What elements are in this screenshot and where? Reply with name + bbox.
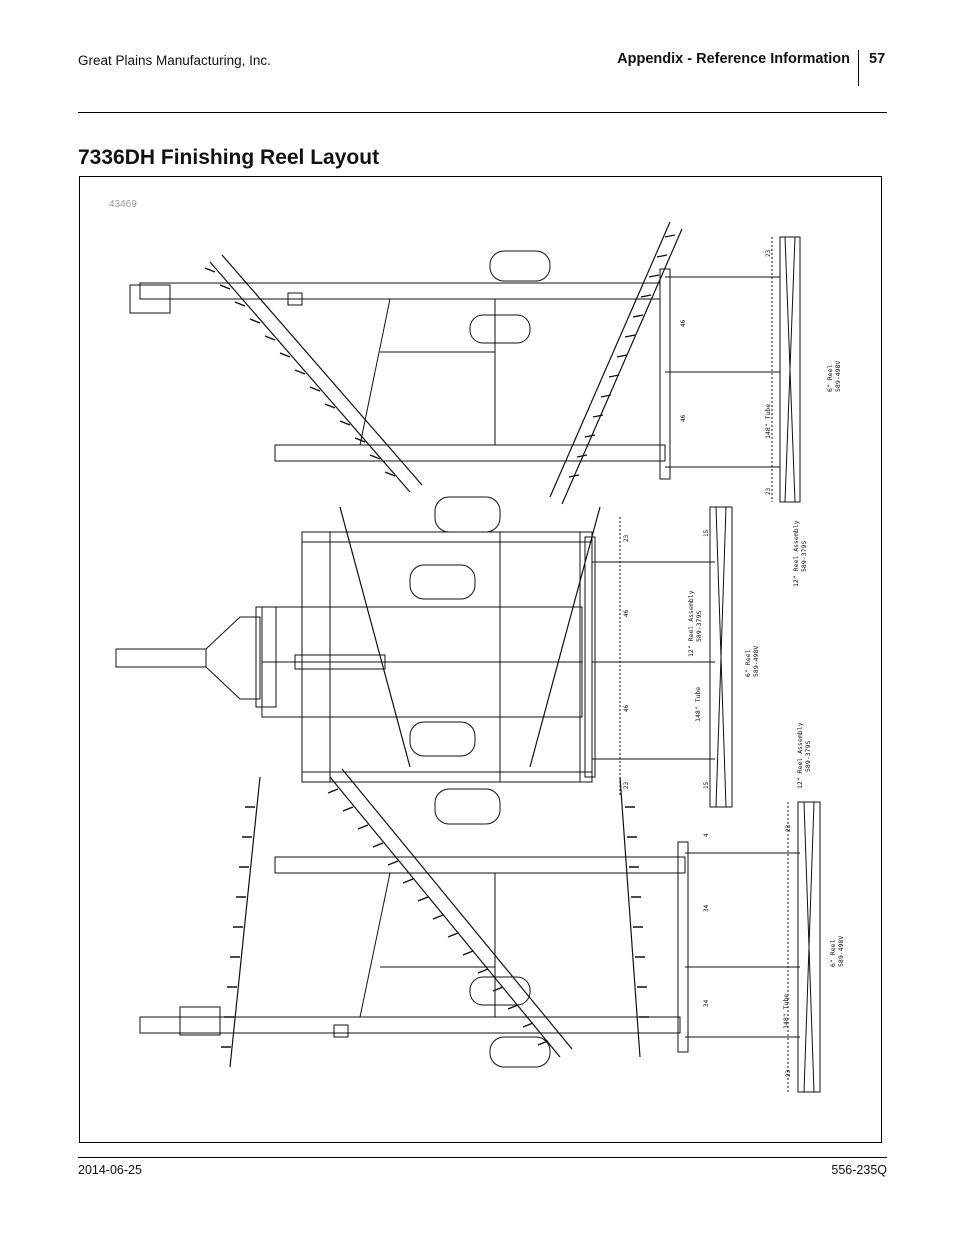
- label-reel-12-lower: 12" Reel Assembly: [796, 722, 804, 789]
- upper-wing-frame: [129, 282, 666, 462]
- label-reel-12-upper: 12" Reel Assembly: [792, 520, 800, 587]
- center-reel-group: [584, 506, 733, 808]
- reel-layout-drawing: 6" Reel 589-498V 148" Tube 12" Reel Asse…: [115, 221, 845, 1093]
- label-reel-6-lower: 6" Reel: [829, 940, 837, 967]
- label-reel-6-part-lower: 589-498V: [837, 936, 845, 967]
- disc-gangs: [209, 221, 683, 1068]
- figure-number: 43469: [109, 199, 137, 210]
- center-frame: [261, 531, 593, 783]
- company-name: Great Plains Manufacturing, Inc.: [78, 53, 271, 68]
- footer-doc-number: 556-235Q: [831, 1163, 887, 1177]
- footer-rule: [78, 1157, 887, 1158]
- dim-46-upper-b: 46: [680, 414, 687, 422]
- label-reel-6-upper: 6" Reel: [826, 365, 834, 392]
- dim-34-lower-a: 34: [703, 904, 710, 912]
- header-rule: [78, 112, 887, 113]
- dim-15-center-a: 15: [703, 529, 710, 537]
- dim-4-lower: 4: [703, 833, 710, 837]
- label-reel-6-part-upper: 589-498V: [834, 361, 842, 392]
- label-reel-6-part-center: 589-498V: [752, 646, 760, 677]
- dim-15-center-b: 15: [703, 781, 710, 789]
- lower-wing-frame: [139, 856, 686, 1038]
- dim-23-lower-b: 23: [785, 1069, 792, 1077]
- dim-23-upper-b: 23: [765, 487, 772, 495]
- header-divider: [858, 50, 859, 86]
- label-reel-12-part-lower: 589-379S: [804, 741, 812, 772]
- dim-46-center-b: 46: [623, 704, 630, 712]
- section-title: Appendix - Reference Information: [617, 51, 850, 67]
- dim-23-upper-a: 23: [765, 249, 772, 257]
- label-reel-12-part-center: 589-379S: [695, 611, 703, 642]
- label-reel-12-part-upper: 589-379S: [800, 541, 808, 572]
- page-title: 7336DH Finishing Reel Layout: [78, 146, 380, 169]
- upper-reel-group: [659, 236, 801, 503]
- dim-23-center-b: 23: [623, 781, 630, 789]
- label-tube-upper: 148" Tube: [764, 404, 772, 439]
- lower-reel-group: [677, 801, 821, 1093]
- dim-46-upper-a: 46: [680, 319, 687, 327]
- center-reel-labels: 12" Reel Assembly 589-379S 6" Reel 589-4…: [623, 529, 760, 789]
- center-tires: [409, 250, 551, 1068]
- dim-34-lower-b: 34: [703, 999, 710, 1007]
- label-reel-6-center: 6" Reel: [744, 650, 752, 677]
- hitch-tongue: [115, 606, 277, 708]
- gang-teeth: [204, 234, 676, 1048]
- label-tube-lower: 148" Tube: [782, 994, 790, 1029]
- label-tube-center: 148" Tube: [694, 687, 702, 722]
- dim-23-center-a: 23: [623, 534, 630, 542]
- page-number: 57: [869, 51, 886, 67]
- label-reel-12-center: 12" Reel Assembly: [687, 590, 695, 657]
- figure-frame: 43469: [79, 176, 882, 1143]
- upper-reel-labels: 6" Reel 589-498V 148" Tube 12" Reel Asse…: [680, 249, 842, 587]
- footer-date: 2014-06-25: [78, 1163, 142, 1177]
- dim-46-center-a: 46: [623, 609, 630, 617]
- lower-reel-labels: 12" Reel Assembly 589-379S 6" Reel 589-4…: [703, 722, 845, 1077]
- dim-23-lower-a: 23: [785, 824, 792, 832]
